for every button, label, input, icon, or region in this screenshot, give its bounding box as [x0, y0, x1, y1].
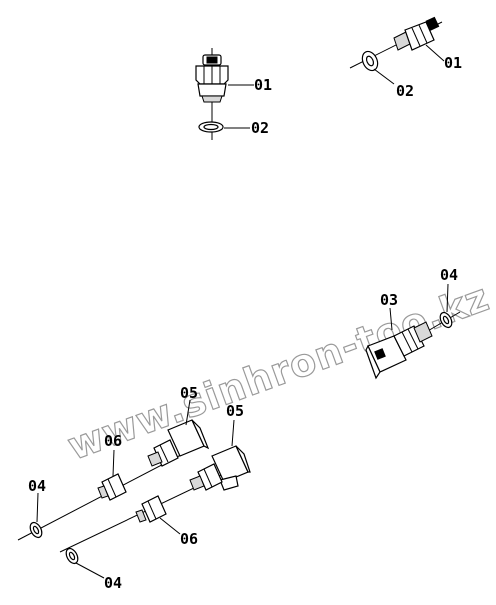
callout-d-05: 05: [180, 384, 198, 402]
callout-d-04: 04: [28, 477, 46, 495]
sensor-d: [147, 419, 210, 467]
callout-b-01: 01: [444, 54, 462, 72]
washer-d: [29, 521, 43, 539]
nut-e: [135, 495, 167, 523]
callout-e-06: 06: [180, 530, 198, 548]
sensor-e: [189, 445, 251, 491]
callout-a-01: 01: [254, 76, 272, 94]
washer-a: [198, 121, 224, 133]
callout-b-02: 02: [396, 82, 414, 100]
callout-e-04: 04: [104, 574, 122, 592]
sensor-a: [195, 48, 229, 140]
callout-c-03: 03: [380, 291, 398, 309]
washer-c: [439, 311, 453, 329]
callout-c-04: 04: [440, 266, 458, 284]
callout-d-06: 06: [104, 432, 122, 450]
callout-e-05: 05: [226, 402, 244, 420]
callout-a-02: 02: [251, 119, 269, 137]
watermark-text: www.sinhron-too.kz: [62, 275, 495, 469]
washer-b: [361, 50, 379, 72]
sensor-c: [365, 311, 461, 380]
nut-d: [97, 473, 127, 501]
washer-e: [65, 547, 79, 565]
